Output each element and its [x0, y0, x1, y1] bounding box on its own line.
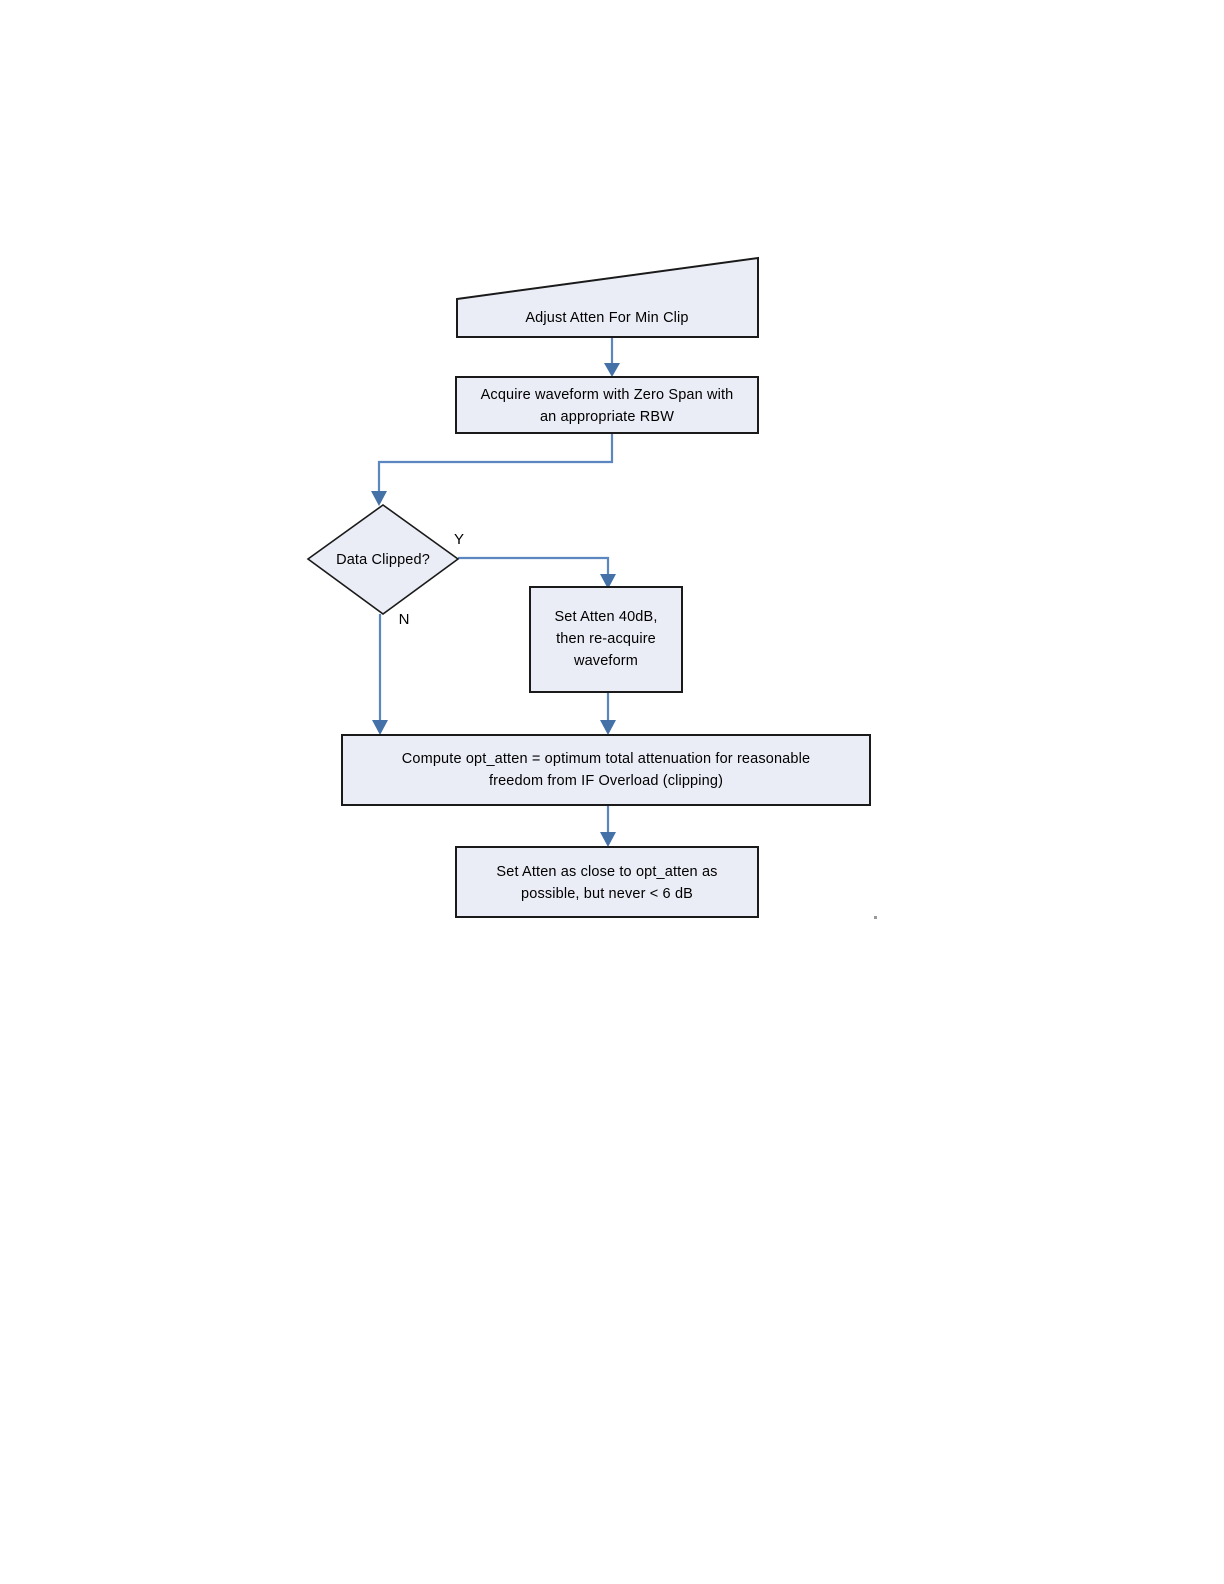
diamond-shape — [306, 504, 460, 615]
edge-label-yes: Y — [454, 531, 464, 548]
scan-speck-artifact — [874, 916, 877, 919]
node-label-set40-line3: waveform — [573, 653, 638, 669]
node-adjust-atten-start[interactable]: Adjust Atten For Min Clip — [456, 256, 759, 338]
arrowhead-icon — [600, 574, 616, 589]
node-label-compute-line1: Compute opt_atten = optimum total attenu… — [402, 751, 810, 767]
node-label-compute-line2: freedom from IF Overload (clipping) — [489, 773, 723, 789]
node-label-set40-line1: Set Atten 40dB, — [554, 609, 657, 625]
node-label-acquire-line2: an appropriate RBW — [540, 409, 674, 425]
node-acquire-waveform[interactable]: Acquire waveform with Zero Span with an … — [455, 376, 759, 434]
edge-set40-to-compute — [600, 692, 616, 735]
node-label-acquire-line1: Acquire waveform with Zero Span with — [481, 387, 734, 403]
edge-line — [377, 433, 614, 495]
rect-shape — [455, 376, 759, 434]
node-set-atten-close-to-opt[interactable]: Set Atten as close to opt_atten as possi… — [455, 846, 759, 918]
node-label-setclose-line2: possible, but never < 6 dB — [521, 886, 693, 902]
edge-acquire-to-decision — [371, 433, 614, 506]
node-data-clipped-decision[interactable]: Data Clipped? — [306, 504, 460, 615]
arrowhead-icon — [600, 832, 616, 847]
node-label-decision: Data Clipped? — [336, 552, 430, 568]
node-set-atten-40db[interactable]: Set Atten 40dB, then re-acquire waveform — [529, 586, 683, 693]
rect-shape — [341, 734, 871, 806]
edge-decision-no-to-compute — [372, 614, 388, 735]
edge-compute-to-setclose — [600, 805, 616, 847]
arrowhead-icon — [371, 491, 387, 506]
node-compute-opt-atten[interactable]: Compute opt_atten = optimum total attenu… — [341, 734, 871, 806]
edge-label-no: N — [399, 611, 410, 628]
arrowhead-icon — [604, 363, 620, 377]
edge-line — [458, 556, 610, 578]
edge-start-to-acquire — [604, 337, 620, 377]
arrowhead-icon — [600, 720, 616, 735]
edge-decision-yes-to-set40 — [458, 556, 616, 589]
rect-shape — [529, 586, 683, 693]
arrowhead-icon — [372, 720, 388, 735]
node-label-set40-line2: then re-acquire — [556, 631, 656, 647]
rect-shape — [455, 846, 759, 918]
trapezoid-shape — [456, 256, 759, 338]
node-label-start: Adjust Atten For Min Clip — [525, 310, 688, 326]
node-label-setclose-line1: Set Atten as close to opt_atten as — [496, 864, 717, 880]
